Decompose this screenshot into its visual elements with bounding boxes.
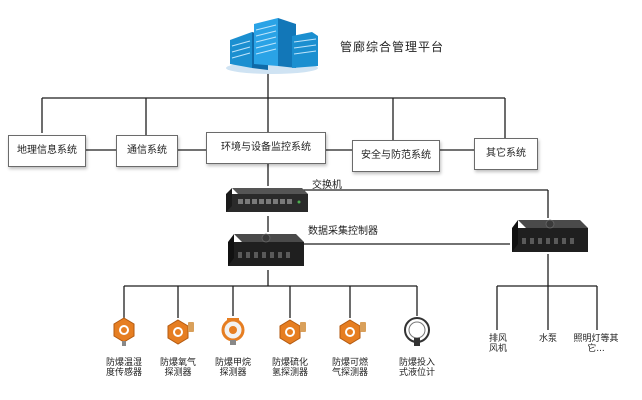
system-box-other: 其它系统 bbox=[474, 138, 538, 170]
methane-sensor-icon bbox=[219, 314, 247, 350]
level-probe-icon bbox=[401, 314, 433, 350]
sensor-label-oxygen: 防爆氧气探测器 bbox=[160, 358, 197, 378]
system-box-security: 安全与防范系统 bbox=[352, 140, 440, 172]
temp-humidity-sensor-icon bbox=[110, 316, 138, 350]
sensor-label-temp-humidity: 防爆温湿度传感器 bbox=[106, 358, 143, 378]
combustible-gas-sensor-icon bbox=[336, 318, 368, 352]
output-label-exhaust-fan: 排风风机 bbox=[488, 334, 507, 354]
sensor-label-h2s: 防爆硫化氢探测器 bbox=[272, 358, 309, 378]
controller-device-right-icon bbox=[510, 214, 588, 262]
system-label: 通信系统 bbox=[127, 145, 167, 156]
output-label-lighting: 照明灯等其它... bbox=[573, 334, 619, 354]
controller-device-icon bbox=[226, 228, 304, 276]
switch-label: 交换机 bbox=[312, 180, 342, 191]
system-box-communication: 通信系统 bbox=[116, 135, 178, 167]
system-label: 其它系统 bbox=[486, 148, 526, 159]
building-icon bbox=[222, 14, 324, 78]
sensor-label-combustible-gas: 防爆可燃气探测器 bbox=[332, 358, 369, 378]
system-label: 环境与设备监控系统 bbox=[221, 142, 311, 153]
platform-title: 管廊综合管理平台 bbox=[340, 40, 445, 54]
sensor-label-methane: 防爆甲烷探测器 bbox=[215, 358, 252, 378]
output-label-pump: 水泵 bbox=[538, 334, 557, 344]
system-label: 安全与防范系统 bbox=[361, 150, 431, 161]
sensor-label-level-probe: 防爆投入式液位计 bbox=[399, 358, 436, 378]
switch-device-icon bbox=[222, 184, 308, 220]
oxygen-sensor-icon bbox=[164, 318, 196, 352]
system-box-env-monitoring: 环境与设备监控系统 bbox=[206, 132, 326, 164]
system-box-gis: 地理信息系统 bbox=[8, 135, 86, 167]
h2s-sensor-icon bbox=[276, 318, 308, 352]
controller-label: 数据采集控制器 bbox=[308, 226, 378, 237]
system-label: 地理信息系统 bbox=[17, 145, 77, 156]
